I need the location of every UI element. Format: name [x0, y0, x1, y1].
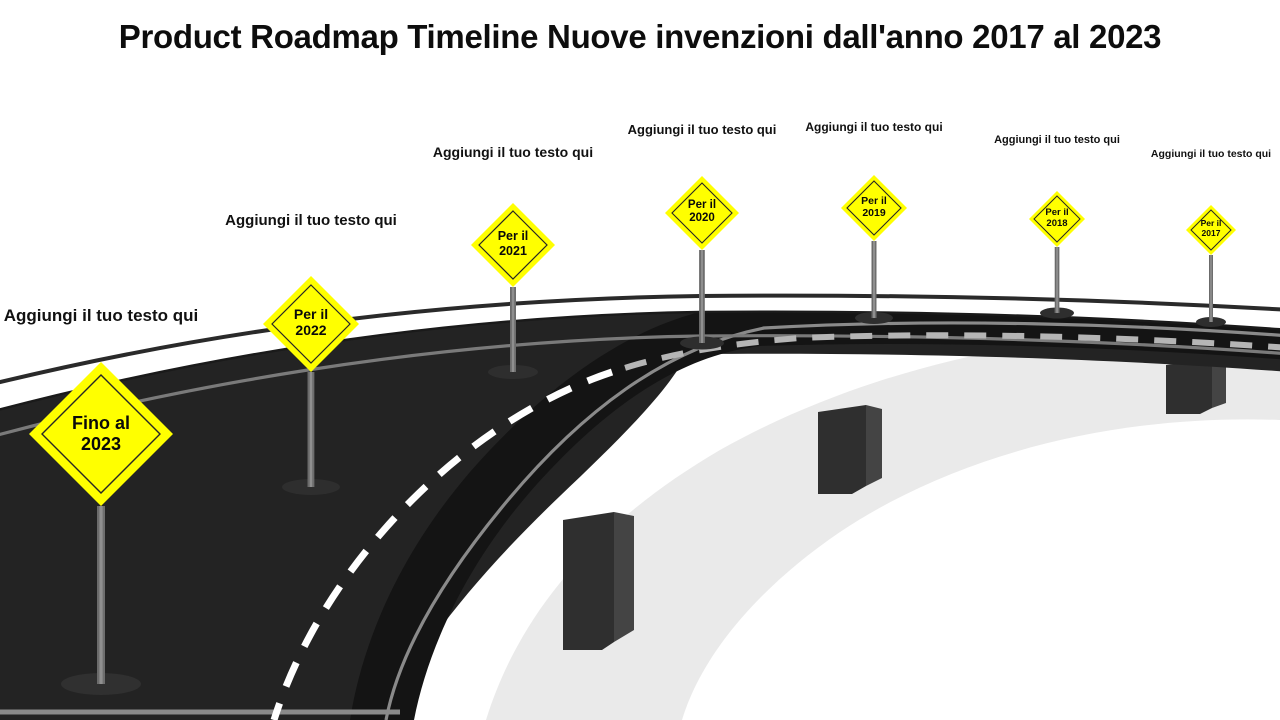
pole-2017	[1209, 255, 1213, 322]
sign-diamond-2020[interactable]	[665, 176, 739, 250]
pole-2019	[871, 241, 877, 318]
pole-2022	[307, 372, 315, 487]
milestone-2020[interactable]	[665, 176, 739, 250]
pole-2020	[699, 250, 705, 343]
lane-divider-far	[611, 332, 1280, 375]
ground-shadow-group	[486, 328, 1280, 720]
milestone-2021[interactable]	[471, 203, 555, 287]
road-far-guard-rail	[0, 293, 1280, 385]
pillar-left	[563, 512, 634, 650]
road-shoulder-band	[350, 311, 1280, 720]
milestone-2019[interactable]	[841, 175, 907, 241]
milestone-2022[interactable]	[263, 276, 359, 372]
sign-diamond-2022[interactable]	[263, 276, 359, 372]
diamond-signs	[29, 175, 1236, 506]
milestone-2023[interactable]	[29, 362, 173, 506]
lane-divider-near	[270, 368, 614, 720]
milestone-2017[interactable]	[1186, 205, 1236, 255]
pillar-middle	[818, 405, 882, 494]
pillar-right-face	[1166, 359, 1212, 414]
pole-2023	[97, 506, 105, 684]
pillar-right	[1166, 359, 1226, 414]
road-top-outline	[0, 310, 1280, 411]
sign-diamond-2019[interactable]	[841, 175, 907, 241]
pole-2018	[1054, 247, 1060, 313]
page-title: Product Roadmap Timeline Nuove invenzion…	[118, 18, 1162, 55]
sign-diamond-2021[interactable]	[471, 203, 555, 287]
bridge-pillars	[563, 359, 1226, 650]
pillar-left-side	[614, 512, 634, 642]
sign-diamond-2017[interactable]	[1186, 205, 1236, 255]
pole-2021	[510, 287, 516, 372]
road-inner-edge-line	[384, 321, 1280, 720]
pillar-left-face	[563, 512, 614, 650]
sign-diamond-2023[interactable]	[29, 362, 173, 506]
road-outer-edge-line	[0, 334, 1280, 437]
milestone-2018[interactable]	[1029, 191, 1085, 247]
pillar-middle-face	[818, 405, 866, 494]
pillar-middle-side	[866, 405, 882, 486]
ground-shadow-inner-highlight	[682, 419, 1280, 720]
sign-poles	[97, 241, 1213, 684]
sign-diamond-2018[interactable]	[1029, 191, 1085, 247]
pillar-right-side	[1212, 359, 1226, 408]
